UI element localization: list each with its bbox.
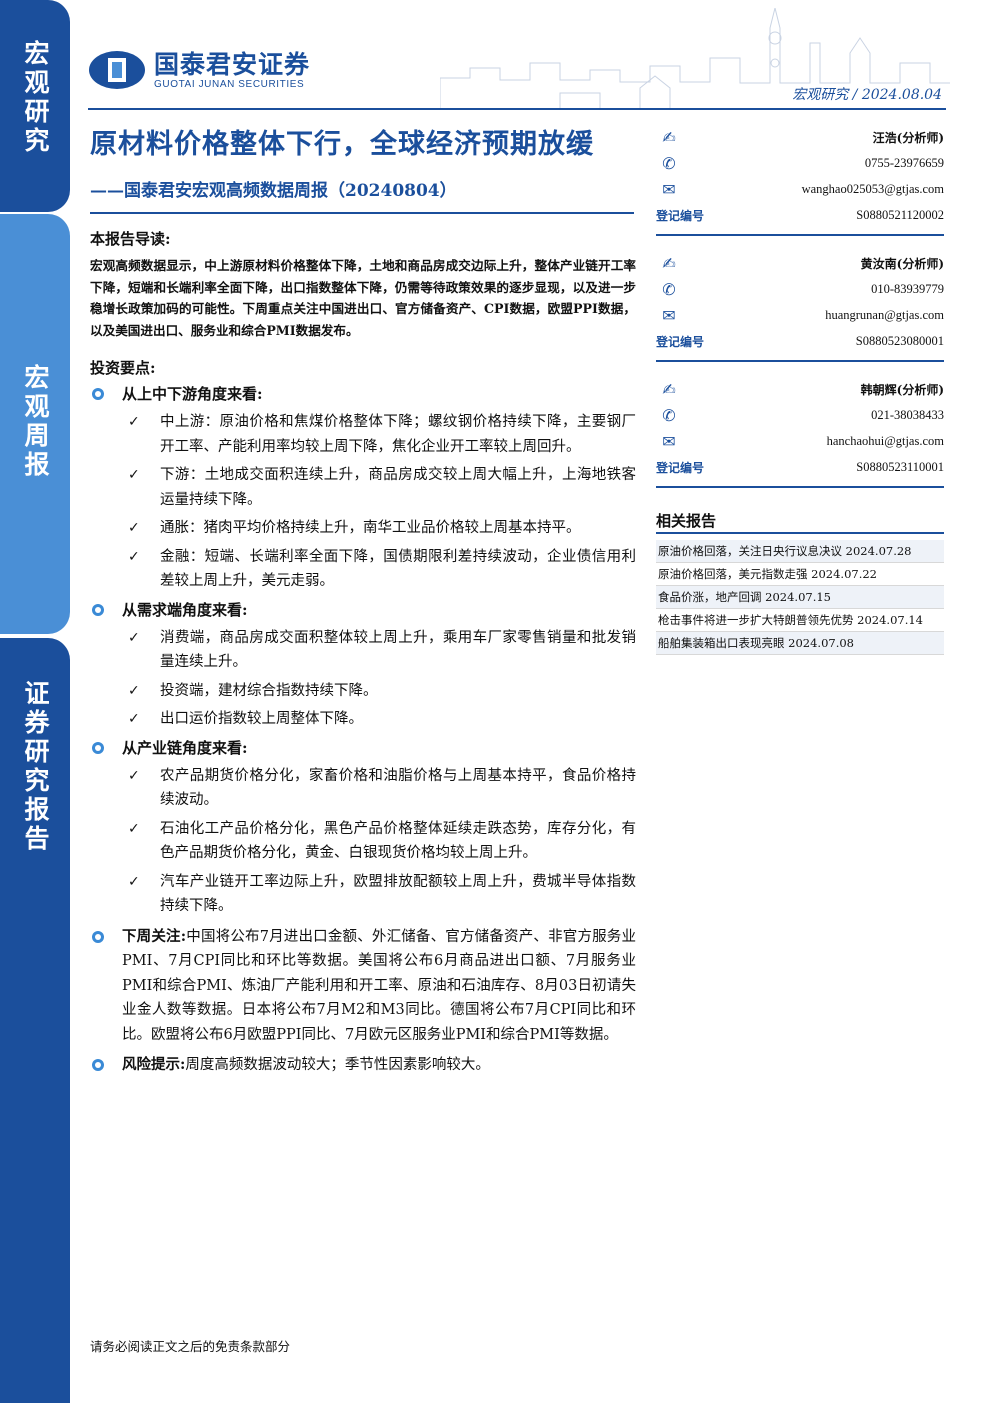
- analyst-email[interactable]: huangrunan@gtjas.com: [825, 307, 944, 322]
- analyst-name: 黄汝南(分析师): [860, 256, 944, 271]
- section-demand: 从需求端角度来看: ✓消费端，商品房成交面积整体较上周上升，乘用车厂家零售销量和…: [90, 598, 636, 732]
- check-icon: ✓: [128, 520, 140, 536]
- risk-paragraph: 风险提示:周度高频数据波动较大；季节性因素影响较大。: [122, 1053, 636, 1078]
- logo-mark-icon: [89, 51, 145, 89]
- list-item: ✓中上游：原油价格和焦煤价格整体下降；螺纹钢价格持续下降，主要钢厂开工率、产能利…: [122, 410, 636, 459]
- analyst-panel: ✍ 汪浩(分析师) ✆ 0755-23976659 ✉ wanghao025053@g…: [656, 124, 944, 502]
- analyst-email[interactable]: wanghao025053@gtjas.com: [801, 181, 944, 196]
- ring-bullet-icon: [92, 930, 104, 943]
- phone-icon: ✆: [662, 153, 676, 173]
- list-item: ✓出口运价指数较上周整体下降。: [122, 707, 636, 732]
- registration-label: 登记编号: [656, 460, 705, 475]
- skyline-decoration: [440, 8, 950, 108]
- check-icon: ✓: [128, 767, 140, 784]
- section-value-chain: 从上中下游角度来看: ✓中上游：原油价格和焦煤价格整体下降；螺纹钢价格持续下降，…: [90, 382, 636, 594]
- list-item: ✓金融：短端、长端利率全面下降，国债期限利差持续波动，企业债信用利差较上周上升，…: [122, 545, 636, 594]
- section-title: 从产业链角度来看:: [122, 738, 248, 757]
- analyst-phone: 0755-23976659: [864, 155, 944, 170]
- risk-text: 周度高频数据波动较大；季节性因素影响较大。: [185, 1057, 490, 1073]
- list-item: ✓农产品期货价格分化，家畜价格和油脂价格与上周基本持平，食品价格持续波动。: [122, 764, 636, 813]
- check-icon: ✓: [128, 414, 140, 430]
- next-week-label: 下周关注:: [122, 927, 187, 945]
- main-content: 本报告导读: 宏观高频数据显示，中上游原材料价格整体下降，土地和商品房成交边际上…: [90, 228, 636, 1078]
- registration-label: 登记编号: [656, 208, 705, 223]
- title-divider: [90, 212, 634, 214]
- analyst-name: 韩朝辉(分析师): [860, 382, 944, 397]
- related-report-link[interactable]: 食品价涨，地产回调 2024.07.15: [656, 586, 944, 609]
- analyst-phone: 010-83939779: [871, 281, 944, 296]
- sidebar-type-label: 宏观周报: [21, 364, 50, 480]
- related-divider: [656, 532, 944, 534]
- analyst-email[interactable]: hanchaohui@gtjas.com: [826, 433, 944, 448]
- sidebar-category-label: 宏观研究: [21, 40, 50, 156]
- section-title: 从需求端角度来看:: [122, 600, 248, 619]
- check-icon: ✓: [128, 711, 140, 727]
- next-week-paragraph: 下周关注:中国将公布7月进出口金额、外汇储备、官方储备资产、非官方服务业PMI、…: [122, 925, 636, 1048]
- pen-icon: ✍: [662, 127, 676, 147]
- related-report-link[interactable]: 枪击事件将进一步扩大特朗普领先优势 2024.07.14: [656, 609, 944, 632]
- phone-icon: ✆: [662, 279, 676, 299]
- pen-icon: ✍: [662, 379, 676, 399]
- email-icon: ✉: [662, 179, 676, 199]
- guide-heading: 本报告导读:: [90, 230, 171, 248]
- list-item: ✓投资端，建材综合指数持续下降。: [122, 679, 636, 704]
- registration-label: 登记编号: [656, 334, 705, 349]
- registration-number: S0880521120002: [856, 207, 944, 222]
- sidebar-report-label: 证券研究报告: [21, 680, 50, 854]
- registration-number: S0880523080001: [855, 333, 944, 348]
- analyst-card: ✍ 韩朝辉(分析师) ✆ 021-38038433 ✉ hanchaohui@gtja…: [656, 376, 944, 488]
- check-icon: ✓: [128, 629, 140, 646]
- section-title: 从上中下游角度来看:: [122, 385, 263, 403]
- check-icon: ✓: [128, 548, 140, 565]
- ring-bullet-icon: [92, 741, 104, 754]
- header-category-date: 宏观研究 / 2024.08.04: [788, 84, 946, 104]
- analyst-card: ✍ 黄汝南(分析师) ✆ 010-83939779 ✉ huangrunan@gtja…: [656, 250, 944, 362]
- ring-bullet-icon: [92, 1059, 104, 1071]
- header-divider: [88, 108, 946, 110]
- check-icon: ✓: [128, 467, 140, 483]
- list-item: ✓消费端，商品房成交面积整体较上周上升，乘用车厂家零售销量和批发销量连续上升。: [122, 626, 636, 675]
- check-icon: ✓: [128, 873, 140, 890]
- analyst-card: ✍ 汪浩(分析师) ✆ 0755-23976659 ✉ wanghao025053@g…: [656, 124, 944, 236]
- related-report-link[interactable]: 原油价格回落，美元指数走强 2024.07.22: [656, 563, 944, 586]
- company-logo: 国泰君安证券 GUOTAI JUNAN SECURITIES: [88, 50, 310, 90]
- logo-name-en: GUOTAI JUNAN SECURITIES: [154, 78, 305, 90]
- check-icon: ✓: [128, 682, 140, 699]
- section-risk: 风险提示:周度高频数据波动较大；季节性因素影响较大。: [90, 1053, 636, 1078]
- list-item: ✓下游：土地成交面积连续上升，商品房成交较上周大幅上升，上海地铁客运量持续下降。: [122, 463, 636, 512]
- pen-icon: ✍: [662, 253, 676, 273]
- next-week-text: 中国将公布7月进出口金额、外汇储备、官方储备资产、非官方服务业PMI、7月CPI…: [122, 928, 636, 1043]
- disclaimer-footer: 请务必阅读正文之后的免责条款部分: [90, 1339, 291, 1354]
- email-icon: ✉: [662, 305, 676, 325]
- risk-label: 风险提示:: [122, 1056, 186, 1073]
- analyst-phone: 021-38038433: [871, 407, 944, 422]
- list-item: ✓通胀：猪肉平均价格持续上升，南华工业品价格较上周基本持平。: [122, 516, 636, 541]
- related-report-link[interactable]: 船舶集装箱出口表现亮眼 2024.07.08: [656, 632, 944, 655]
- related-reports-list: 原油价格回落，关注日央行议息决议 2024.07.28 原油价格回落，美元指数走…: [656, 540, 944, 655]
- related-report-link[interactable]: 原油价格回落，关注日央行议息决议 2024.07.28: [656, 540, 944, 563]
- report-subtitle: ——国泰君安宏观高频数据周报（20240804）: [90, 181, 457, 201]
- list-item: ✓石油化工产品价格分化，黑色产品价格整体延续走跌态势，库存分化，有色产品期货价格…: [122, 817, 636, 866]
- logo-name-cn: 国泰君安证券: [154, 49, 311, 79]
- phone-icon: ✆: [662, 405, 676, 425]
- sidebar-type-block: 宏观周报: [0, 214, 70, 634]
- analyst-name: 汪浩(分析师): [872, 130, 944, 145]
- check-icon: ✓: [128, 820, 140, 837]
- registration-number: S0880523110001: [856, 459, 944, 474]
- section-next-week: 下周关注:中国将公布7月进出口金额、外汇储备、官方储备资产、非官方服务业PMI、…: [90, 925, 636, 1048]
- email-icon: ✉: [662, 431, 676, 451]
- list-item: ✓汽车产业链开工率边际上升，欧盟排放配额较上周上升，费城半导体指数持续下降。: [122, 870, 636, 919]
- sidebar-category-block: 宏观研究: [0, 0, 70, 212]
- key-points-heading: 投资要点:: [90, 359, 156, 377]
- ring-bullet-icon: [92, 388, 104, 400]
- guide-text: 宏观高频数据显示，中上游原材料价格整体下降，土地和商品房成交边际上升，整体产业链…: [90, 258, 636, 338]
- sidebar-report-block: 证券研究报告: [0, 638, 70, 1403]
- related-reports-heading: 相关报告: [656, 512, 717, 530]
- report-title: 原材料价格整体下行，全球经济预期放缓: [90, 129, 594, 160]
- section-industry-chain: 从产业链角度来看: ✓农产品期货价格分化，家畜价格和油脂价格与上周基本持平，食品…: [90, 736, 636, 919]
- ring-bullet-icon: [92, 603, 104, 616]
